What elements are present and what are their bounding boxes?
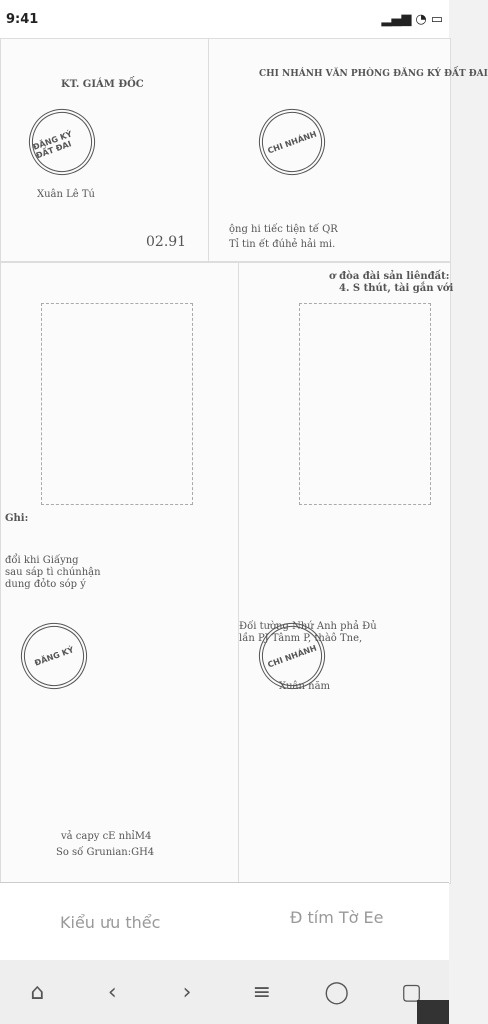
home-icon[interactable]: ⌂ xyxy=(30,979,45,1005)
battery-icon: ▭ xyxy=(430,11,443,27)
page-2-heading: CHI NHÁNH VĂN PHÒNG ĐĂNG KÝ ĐẤT ĐAI xyxy=(259,69,488,79)
page-2-note-1: ộng hi tiếc tiện tế QR xyxy=(229,224,338,235)
page-4-owner-2: lần PJ Tânm P, thàô Tne, xyxy=(239,633,363,644)
wifi-icon: ◔ xyxy=(415,11,427,27)
seal-stamp: ĐĂNG KÝ ĐẤT ĐAI xyxy=(19,99,105,185)
page-4-signoff: Xuân năm xyxy=(279,681,331,692)
page-3-label-6: So số Grunian:GH4 xyxy=(56,847,155,858)
status-time: 9:41 xyxy=(6,11,39,27)
page-4-heading-2: 4. S thút, tài gắn với xyxy=(339,283,454,294)
page-3-label-3: sau sáp tì chúnhận xyxy=(5,567,101,578)
page-3-label-1: Ghi: xyxy=(5,513,29,524)
recent-icon[interactable]: ▢ xyxy=(401,979,422,1005)
seal-stamp: CHI NHÁNH xyxy=(249,99,335,185)
back-icon[interactable]: ‹ xyxy=(107,979,117,1005)
document-page-2[interactable]: CHI NHÁNH VĂN PHÒNG ĐĂNG KÝ ĐẤT ĐAI CHI … xyxy=(208,38,488,262)
land-plot-map xyxy=(41,303,193,505)
menu-icon[interactable]: ≡ xyxy=(252,979,272,1005)
forward-icon[interactable]: › xyxy=(182,979,192,1005)
page-4-owner-1: Đối tường Nhứ Anh phả Đủ xyxy=(239,621,377,632)
signer-name: Xuân Lê Tú xyxy=(37,189,95,200)
document-page-4[interactable]: ơ đòa đài sản liênđất: 4. S thút, tài gắ… xyxy=(238,262,454,884)
bottom-caption-strip: Kiểu ưu thểc Đ tím Tờ Ee xyxy=(0,882,449,961)
status-icons: ▂▄▆ ◔ ▭ xyxy=(381,12,443,27)
signal-icon: ▂▄▆ xyxy=(381,11,412,27)
status-bar: 9:41 ▂▄▆ ◔ ▭ xyxy=(0,0,449,38)
seal-stamp: ĐĂNG KÝ xyxy=(11,613,97,699)
page-1-heading: KT. GIÁM ĐỐC xyxy=(61,79,144,90)
page-3-label-4: dung đỏto sóp ý xyxy=(5,579,86,590)
document-page-1[interactable]: KT. GIÁM ĐỐC ĐĂNG KÝ ĐẤT ĐAI Xuân Lê Tú … xyxy=(0,38,210,262)
page-3-label-5: vả capy cE nhỉM4 xyxy=(61,831,152,842)
land-plot-map xyxy=(299,303,431,505)
circle-icon[interactable]: ◯ xyxy=(324,979,350,1005)
caption-right: Đ tím Tờ Ee xyxy=(290,908,384,927)
corner-badge xyxy=(417,1000,449,1024)
page-2-note-2: Tỉ tin ết đúhẻ hải mi. xyxy=(229,239,336,250)
page-4-heading-1: ơ đòa đài sản liênđất: xyxy=(329,271,450,282)
navigation-bar: ⌂ ‹ › ≡ ◯ ▢ xyxy=(0,960,449,1024)
page-1-number: 02.91 xyxy=(146,234,187,250)
page-3-label-2: đổi khi Giấyng xyxy=(5,555,79,566)
caption-left: Kiểu ưu thểc xyxy=(60,913,161,932)
document-page-3[interactable]: Ghi: đổi khi Giấyng sau sáp tì chúnhận d… xyxy=(0,262,240,884)
